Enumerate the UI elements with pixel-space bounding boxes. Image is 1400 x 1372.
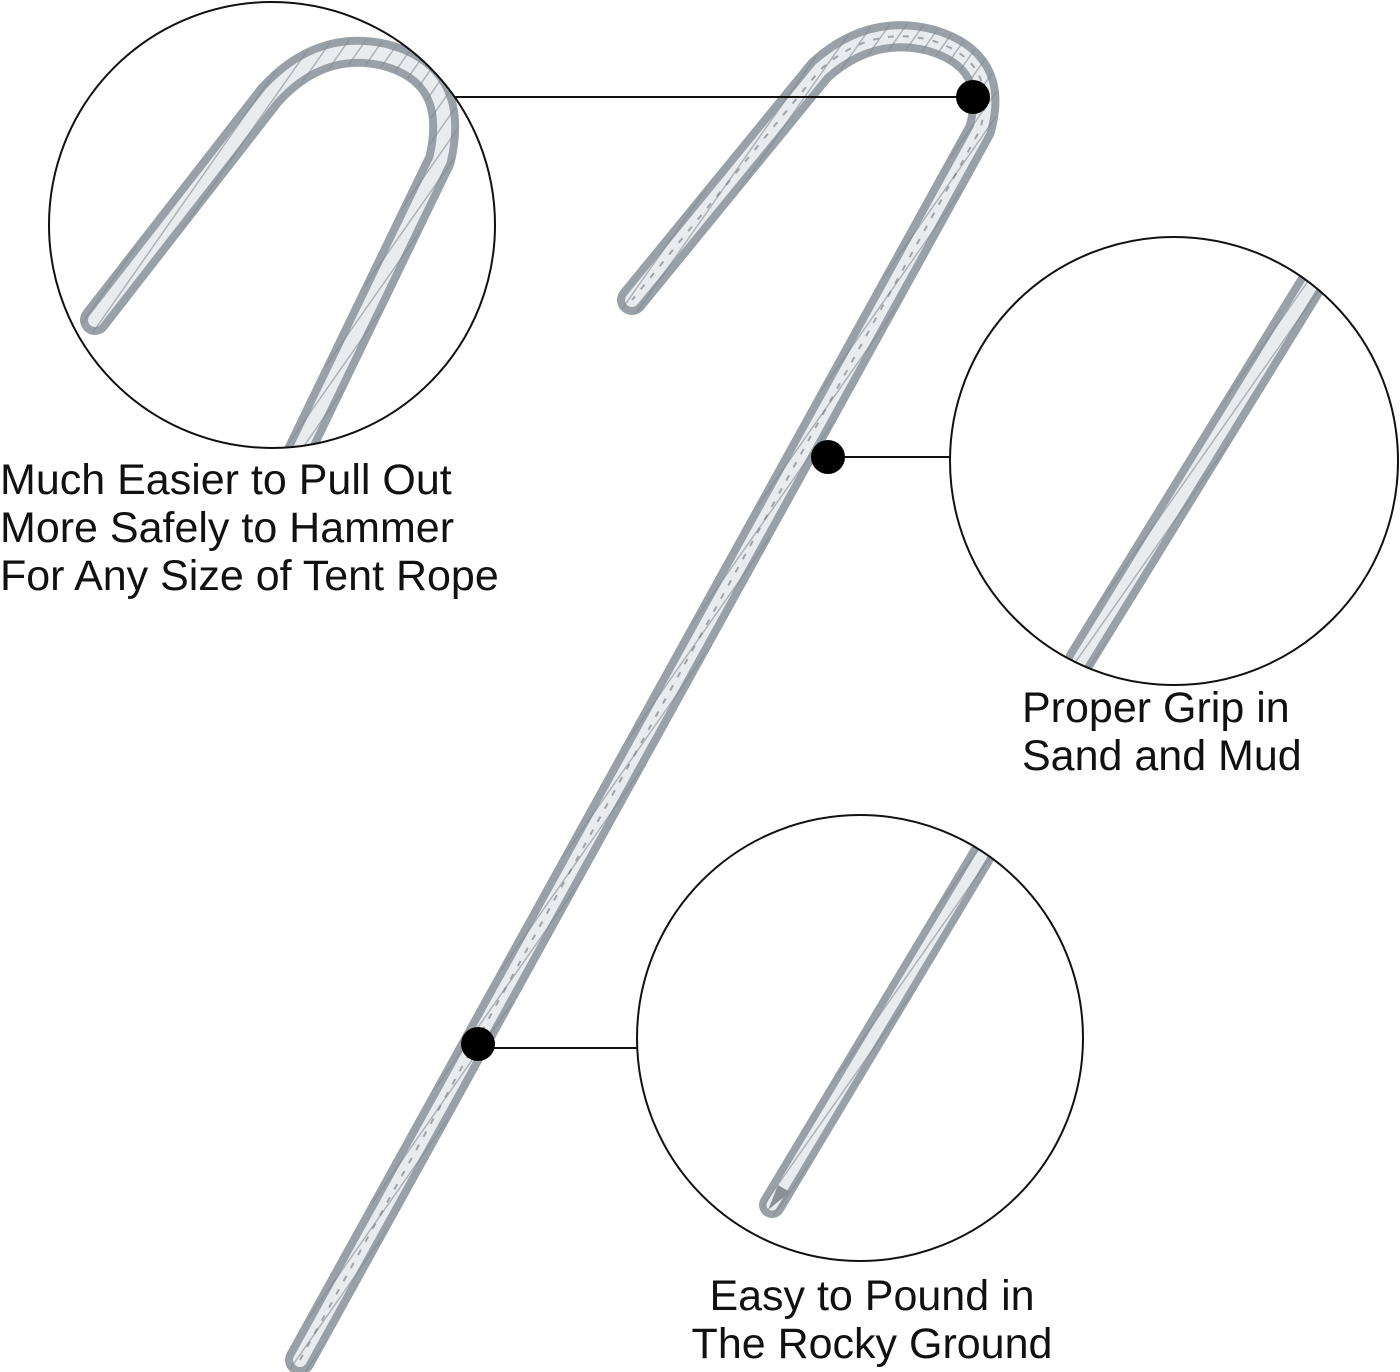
zoom-circle-tip xyxy=(636,814,1084,1262)
caption-hook: Much Easier to Pull Out More Safely to H… xyxy=(0,456,499,600)
leader-lines xyxy=(455,96,973,1049)
zoom-circle-grip xyxy=(949,236,1399,686)
caption-grip-line-2: Sand and Mud xyxy=(1022,732,1302,780)
caption-hook-line-2: More Safely to Hammer xyxy=(0,504,455,552)
callout-dot-grip xyxy=(811,440,845,474)
callout-dot-hook xyxy=(956,80,990,114)
caption-grip-line-1: Proper Grip in xyxy=(1022,684,1290,732)
caption-grip: Proper Grip in Sand and Mud xyxy=(1022,684,1302,780)
callout-dot-tip xyxy=(461,1027,495,1061)
callout-dots xyxy=(461,80,990,1061)
caption-tip-line-1: Easy to Pound in xyxy=(709,1272,1035,1320)
caption-hook-line-3: For Any Size of Tent Rope xyxy=(0,552,499,600)
caption-tip: Easy to Pound in The Rocky Ground xyxy=(672,1272,1072,1368)
caption-hook-line-1: Much Easier to Pull Out xyxy=(0,456,452,504)
caption-tip-line-2: The Rocky Ground xyxy=(691,1320,1053,1368)
zoom-circle-hook xyxy=(48,1,496,449)
